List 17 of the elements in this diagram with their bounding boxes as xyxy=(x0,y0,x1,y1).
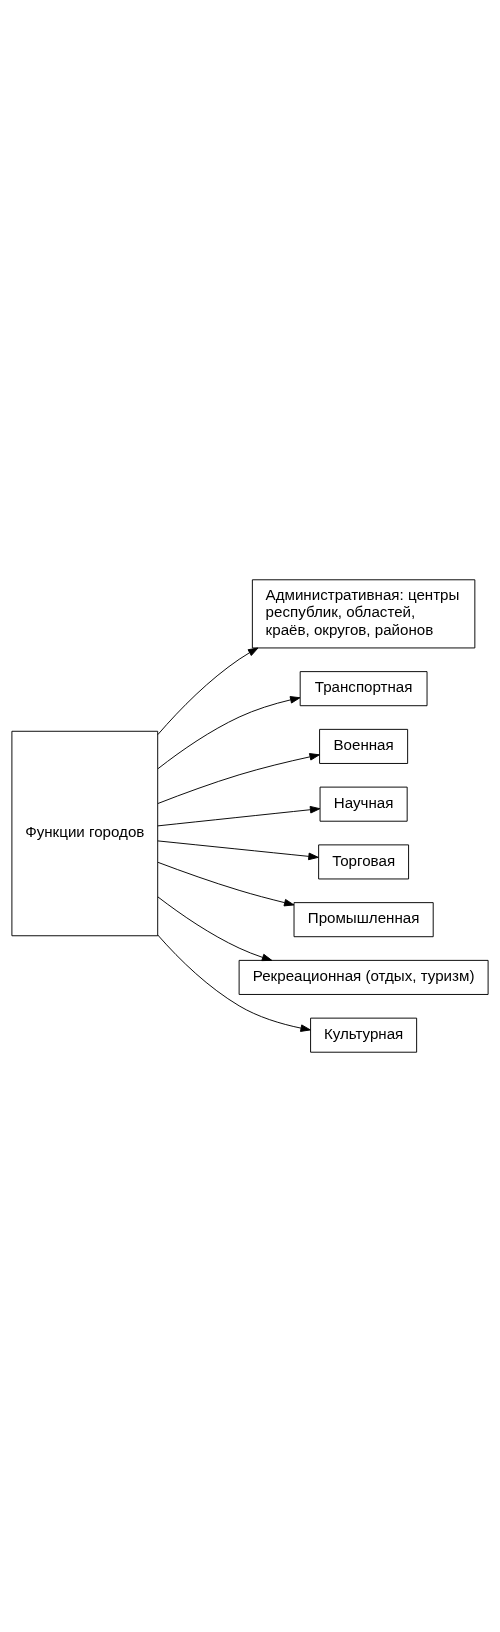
arrow xyxy=(157,753,320,804)
arrow xyxy=(157,896,273,962)
node-box: Административная: центры республик, областей, краёв, округов, районов xyxy=(251,579,476,649)
node-box: Культурная xyxy=(310,1017,418,1053)
arrow xyxy=(157,934,311,1032)
arrow xyxy=(157,861,295,907)
node-box: Военная xyxy=(319,728,409,764)
node-box: Транспортная xyxy=(299,671,428,707)
arrow xyxy=(157,805,321,827)
node-box: Научная xyxy=(319,786,408,822)
node-box: Функции городов xyxy=(11,730,159,937)
arrow xyxy=(157,647,259,736)
node-box: Рекреационная (отдых, туризм) xyxy=(238,959,489,995)
arrow xyxy=(157,840,319,861)
arrow xyxy=(157,696,301,770)
node-box: Промышленная xyxy=(293,902,434,938)
node-box: Торговая xyxy=(318,844,410,880)
